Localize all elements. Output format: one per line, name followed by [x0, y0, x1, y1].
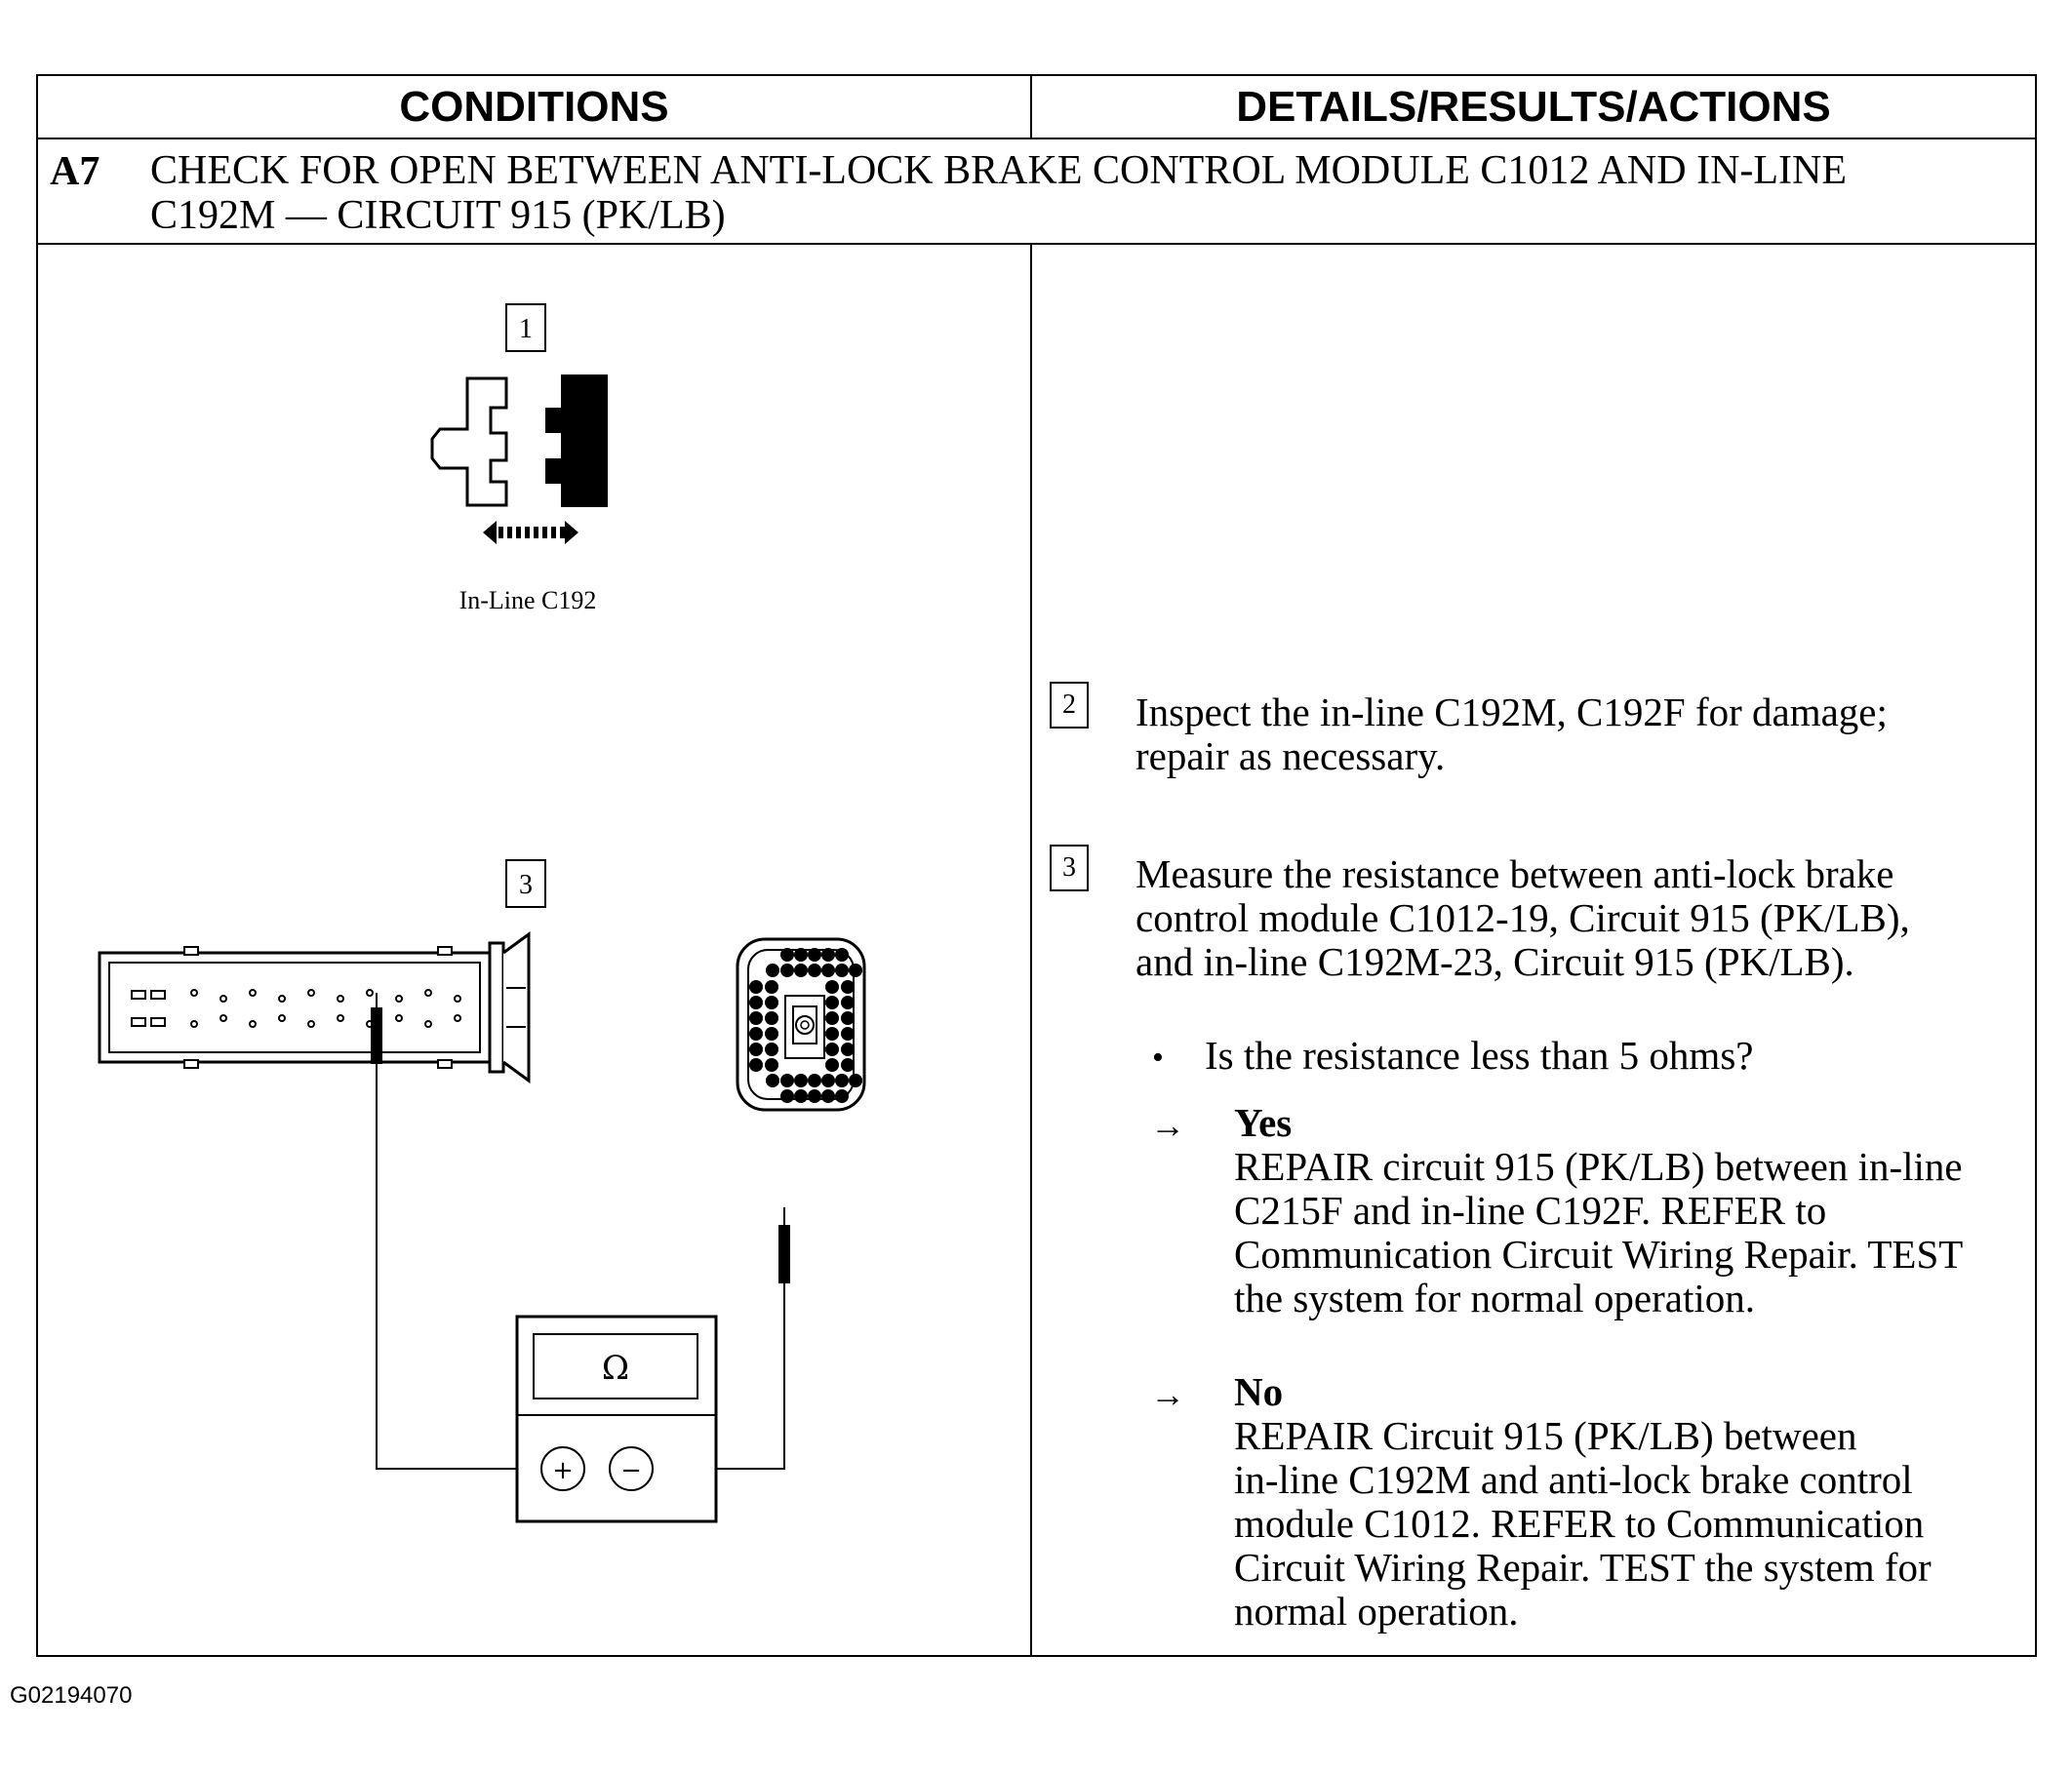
wire-positive	[376, 1064, 563, 1470]
conditions-header: CONDITIONS	[399, 83, 669, 131]
no-line-5: normal operation.	[1234, 1589, 1519, 1634]
yes-arrow-icon: →	[1150, 1106, 1185, 1145]
step3-number-box: 3	[1050, 845, 1089, 891]
no-arrow-icon: →	[1150, 1375, 1185, 1414]
yes-line-2: C215F and in-line C192F. REFER to	[1234, 1188, 1827, 1233]
conditions-diagram: 1 In-Line C192 3	[98, 303, 866, 1523]
connector-male-half	[430, 376, 508, 507]
step3-line-2: control module C1012-19, Circuit 915 (PK…	[1136, 895, 1910, 940]
step3-text: Measure the resistance between anti-lock…	[1136, 852, 1910, 984]
header-divider	[1030, 76, 1032, 138]
connector-female-half	[545, 374, 608, 507]
yes-line-3: Communication Circuit Wiring Repair. TES…	[1234, 1232, 1964, 1277]
inline-connector-icon	[430, 374, 608, 544]
question-bullet: •	[1152, 1040, 1164, 1076]
probe-right	[778, 1225, 790, 1283]
header-rule	[38, 138, 2035, 139]
ohm-symbol: Ω	[602, 1349, 629, 1388]
ohmmeter	[515, 1315, 718, 1523]
no-line-2: in-line C192M and anti-lock brake contro…	[1234, 1457, 1913, 1502]
ohmmeter-display	[533, 1333, 698, 1399]
yes-text: REPAIR circuit 915 (PK/LB) between in-li…	[1234, 1145, 1963, 1320]
no-label: No	[1234, 1369, 1284, 1414]
yes-line-4: the system for normal operation.	[1234, 1276, 1756, 1320]
column-divider	[1030, 243, 1032, 1657]
negative-terminal	[609, 1446, 654, 1491]
step-id: A7	[50, 149, 100, 194]
step-title: CHECK FOR OPEN BETWEEN ANTI-LOCK BRAKE C…	[150, 148, 2004, 238]
step3-line-1: Measure the resistance between anti-lock…	[1136, 851, 1894, 896]
details-header: DETAILS/RESULTS/ACTIONS	[1236, 83, 1831, 131]
step2-text: Inspect the in-line C192M, C192F for dam…	[1136, 690, 1888, 778]
arrow-right-head	[565, 521, 578, 544]
yes-line-1: REPAIR circuit 915 (PK/LB) between in-li…	[1234, 1144, 1963, 1189]
figure-id: G02194070	[10, 1682, 133, 1709]
step2-box: 2	[1050, 682, 1089, 729]
minus-sign: −	[620, 1456, 642, 1485]
connector-label: In-Line C192	[459, 586, 597, 614]
wire-negative	[697, 1283, 785, 1470]
plus-sign: +	[552, 1456, 574, 1485]
question-text: Is the resistance less than 5 ohms?	[1205, 1033, 1754, 1078]
no-line-1: REPAIR Circuit 915 (PK/LB) between	[1234, 1413, 1857, 1458]
no-line-3: module C1012. REFER to Communication	[1234, 1501, 1925, 1546]
module-connector-c1012	[98, 931, 531, 1084]
step3-number: 3	[519, 870, 533, 900]
probe-left	[371, 1007, 382, 1064]
positive-terminal	[540, 1446, 585, 1491]
step3-box	[505, 859, 546, 908]
no-line-4: Circuit Wiring Repair. TEST the system f…	[1234, 1545, 1932, 1590]
inline-connector-c192m	[736, 937, 866, 1112]
step2-line-2: repair as necessary.	[1136, 733, 1446, 778]
step3-line-3: and in-line C192M-23, Circuit 915 (PK/LB…	[1136, 939, 1854, 984]
arrow-shaft	[498, 527, 565, 538]
procedure-table: CONDITIONS DETAILS/RESULTS/ACTIONS A7 CH…	[36, 74, 2037, 1657]
step1-number: 1	[519, 314, 533, 344]
step-title-line-1: CHECK FOR OPEN BETWEEN ANTI-LOCK BRAKE C…	[150, 148, 1848, 193]
step2-line-1: Inspect the in-line C192M, C192F for dam…	[1136, 690, 1888, 734]
arrow-left-head	[483, 521, 497, 544]
title-rule	[38, 243, 2035, 245]
no-text: REPAIR Circuit 915 (PK/LB) between in-li…	[1234, 1414, 1932, 1634]
step-title-line-2: C192M — CIRCUIT 915 (PK/LB)	[150, 193, 726, 238]
yes-label: Yes	[1234, 1100, 1293, 1145]
step1-box	[505, 303, 546, 352]
